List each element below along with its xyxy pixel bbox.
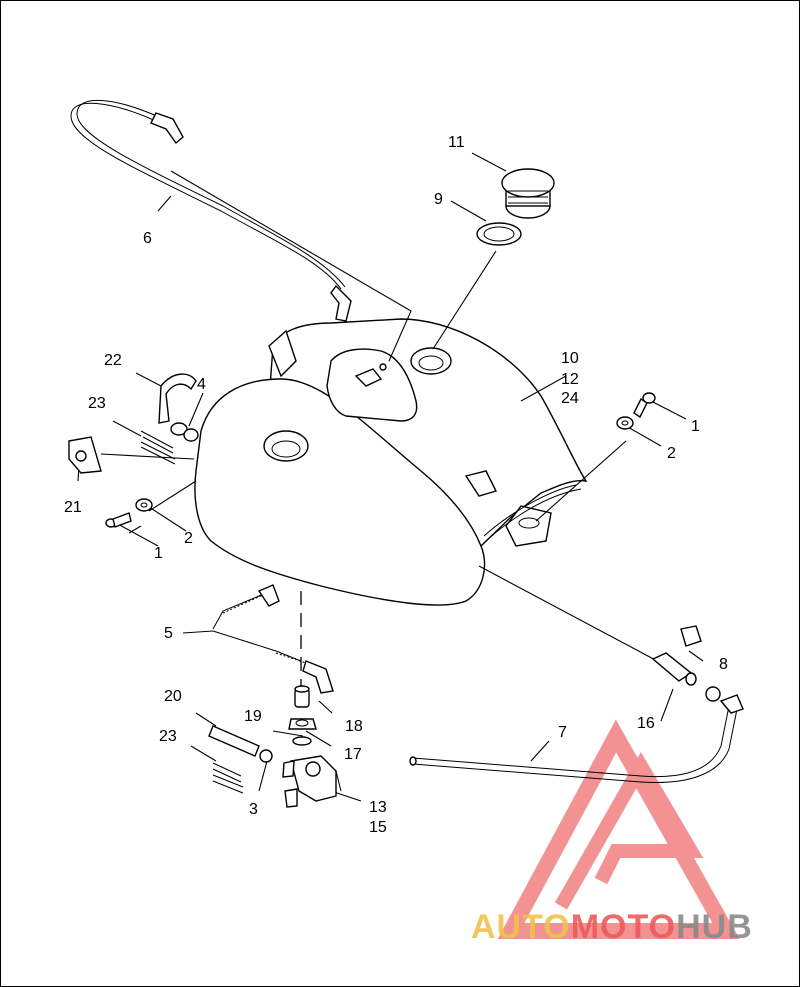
callout-7: 7 (558, 724, 567, 741)
svg-text:AUTOMOTOHUB: AUTOMOTOHUB (471, 908, 753, 946)
callout-labels: 11 9 6 10 12 24 22 4 23 21 1 2 1 2 5 8 1… (64, 134, 728, 836)
watermark-auto: AUTO (471, 908, 571, 946)
callout-22: 22 (104, 352, 122, 369)
washer-part-17 (292, 736, 312, 746)
callout-11: 11 (448, 134, 465, 151)
fuel-line-part-7 (409, 694, 744, 783)
clamp-part-3 (259, 749, 273, 763)
filter-part-18 (294, 685, 310, 708)
watermark-hub: HUB (676, 908, 753, 946)
callout-23-top: 23 (88, 395, 106, 412)
vacuum-line-part-5 (212, 584, 334, 694)
watermark-moto: MOTO (571, 908, 676, 946)
bracket-part-21 (68, 436, 102, 474)
filter-part-16 (651, 652, 721, 702)
callout-17: 17 (344, 746, 362, 763)
washer-part-2-left (135, 498, 153, 512)
callout-15: 15 (369, 819, 387, 836)
hose-part-20 (208, 725, 260, 757)
callout-5: 5 (164, 625, 173, 642)
callout-2-right: 2 (667, 445, 676, 462)
callout-20: 20 (164, 688, 182, 705)
spring-part-23-bottom (212, 762, 244, 794)
callout-6: 6 (143, 230, 152, 247)
petcock-part-13 (282, 755, 342, 808)
fuel-cap-part-11 (501, 168, 555, 219)
callout-8: 8 (719, 656, 728, 673)
callout-1-left: 1 (154, 545, 163, 562)
watermark-text: AUTOMOTOHUB (471, 908, 753, 946)
bolt-part-1-left (105, 512, 132, 528)
callout-12: 12 (561, 371, 579, 388)
clamp-part-8 (680, 625, 702, 647)
watermark-logo-icon (497, 719, 740, 939)
callout-13: 13 (369, 799, 387, 816)
vent-hose-part-6 (70, 99, 352, 322)
callout-24: 24 (561, 390, 579, 407)
nut-part-19 (288, 718, 317, 730)
callout-16: 16 (637, 715, 655, 732)
callout-21: 21 (64, 499, 82, 516)
spring-part-23-top (140, 430, 176, 465)
callout-3: 3 (249, 801, 258, 818)
callout-10: 10 (561, 350, 579, 367)
callout-4: 4 (197, 376, 206, 393)
callout-1-right: 1 (691, 418, 700, 435)
washer-part-2-right (616, 416, 634, 430)
callout-19: 19 (244, 708, 262, 725)
callout-2-left: 2 (184, 530, 193, 547)
callout-9: 9 (434, 191, 443, 208)
callout-18: 18 (345, 718, 363, 735)
bolt-part-1-right (633, 392, 656, 419)
fuel-tank (194, 318, 588, 606)
callout-23-bottom: 23 (159, 728, 177, 745)
hose-part-22 (158, 373, 199, 442)
gasket-part-9 (476, 222, 522, 246)
